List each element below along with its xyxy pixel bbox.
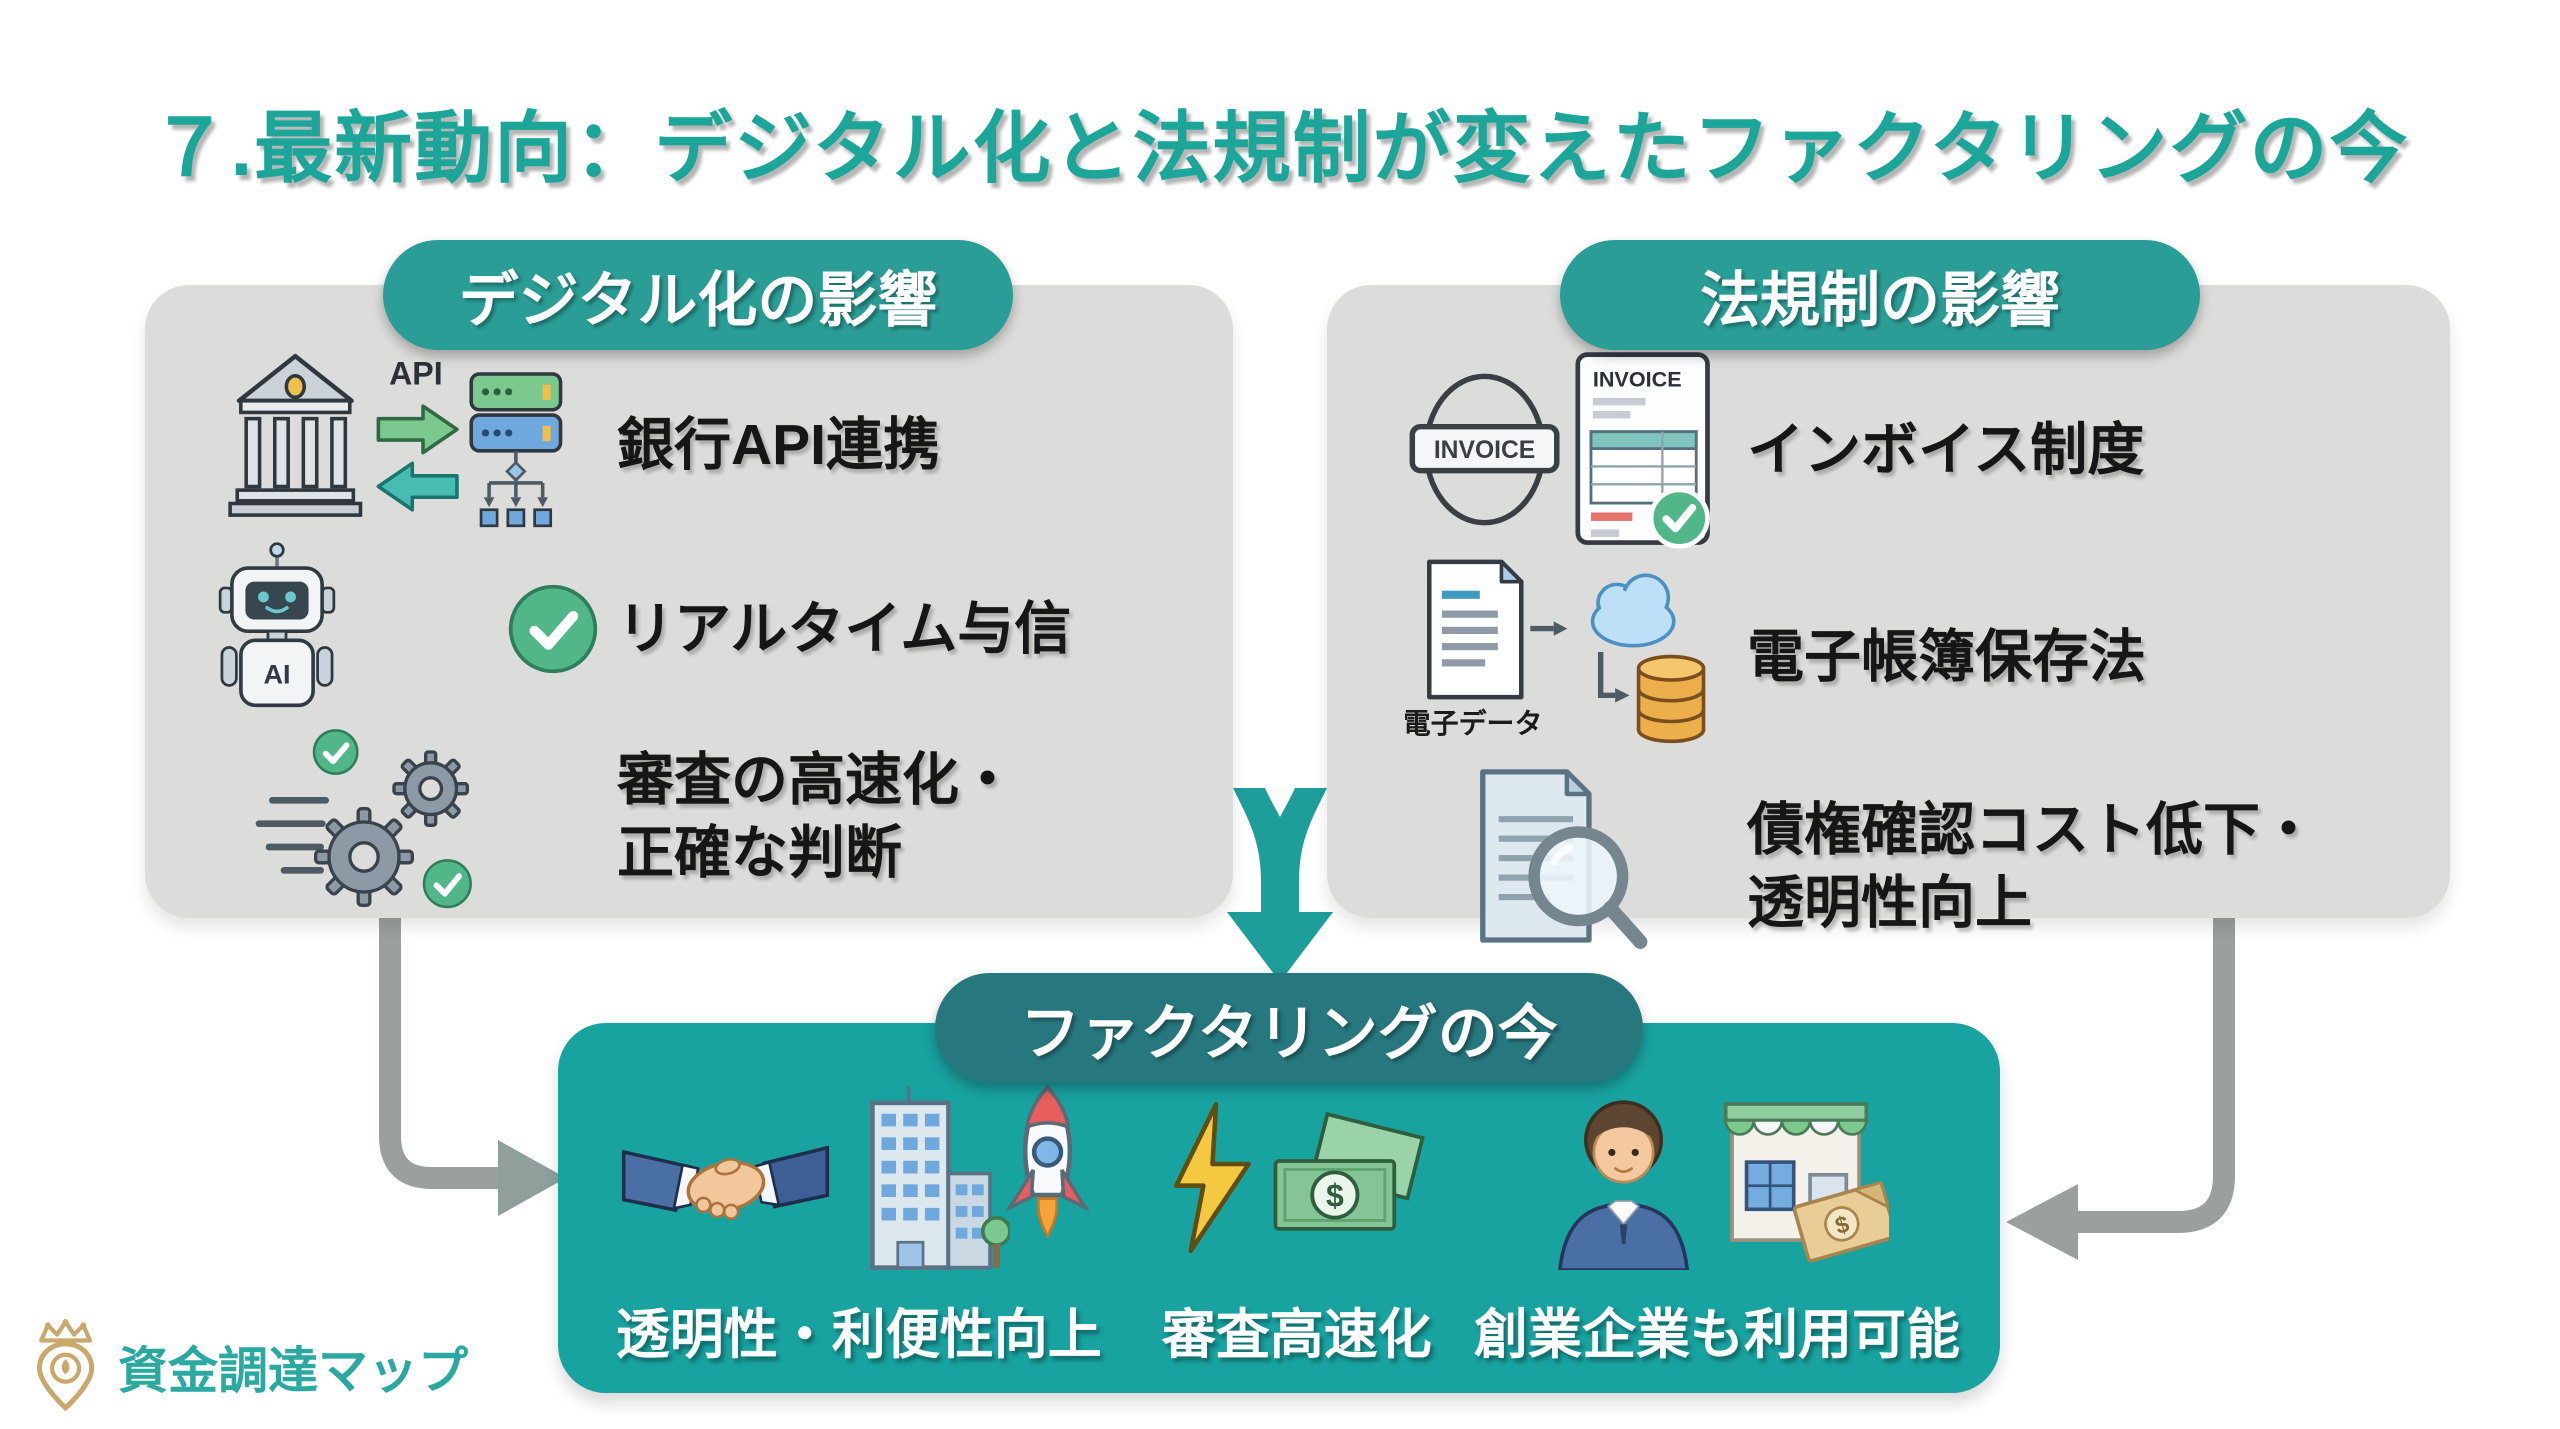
feature-label: 債権確認コスト低下・ 透明性向上 <box>1747 798 2317 935</box>
edata-label: 電子データ <box>1405 707 1542 739</box>
right-arrowhead-icon <box>2006 1184 2078 1260</box>
bank-api-servers-icon: API <box>228 353 563 528</box>
rocket-icon <box>1005 1084 1091 1240</box>
bank-icon <box>228 353 363 517</box>
arrow-right-icon <box>376 404 459 455</box>
edata-cloud-icon-cluster: 電子データ <box>1405 551 1747 763</box>
feature-label: 電子帳簿保存法 <box>1747 624 2146 689</box>
invoice-stamp-label: INVOICE <box>1434 437 1535 464</box>
businessman-icon <box>1558 1100 1690 1270</box>
store-icon <box>1723 1102 1869 1242</box>
bottom-col-startups: $ 創業企業も利用可能 <box>1474 1078 1960 1369</box>
row-fast-screening: 審査の高速化・ 正確な判断 <box>209 717 1209 917</box>
doc-magnifier-icon-cluster <box>1405 763 1747 971</box>
bottom-label: 透明性・利便性向上 <box>615 1305 1102 1365</box>
left-down-arrow <box>379 914 502 1189</box>
lightning-icon <box>1173 1102 1251 1254</box>
magnifier-icon <box>1528 826 1648 949</box>
cloud-icon <box>1590 573 1676 648</box>
electronic-data-cloud-db-icon: 電子データ <box>1405 559 1706 744</box>
money-icon: $ <box>1273 1112 1425 1231</box>
logo-text: 資金調達マップ <box>118 1343 468 1399</box>
gear-big-icon <box>314 807 414 907</box>
check-circle-icon <box>312 729 359 775</box>
speed-gears-icon <box>255 729 472 909</box>
gear-small-icon <box>392 750 469 827</box>
bottom-panel-header: ファクタリングの今 <box>935 973 1643 1083</box>
bottom-col-transparency: 透明性・利便性向上 <box>598 1078 1119 1369</box>
invoice-document-icon: INVOICE <box>1575 352 1710 549</box>
row-electronic-books: 電子データ <box>1405 551 2426 763</box>
feature-label: 銀行API連携 <box>617 412 941 477</box>
speed-gears-icon-cluster <box>209 717 617 917</box>
arrow-left-icon <box>376 461 459 512</box>
arrow-elbow-icon <box>1597 652 1616 699</box>
right-down-arrow <box>2076 914 2235 1233</box>
digital-impact-panel: API <box>145 285 1233 918</box>
bottom-label: 創業企業も利用可能 <box>1474 1305 1960 1365</box>
store-money-icon: $ <box>1723 1102 1889 1263</box>
bottom-col-speed: $ 審査高速化 <box>1119 1078 1474 1369</box>
building-icon <box>870 1086 1011 1270</box>
feature-label: 審査の高速化・ 正確な判断 <box>617 748 1016 885</box>
ai-label: AI <box>263 659 290 690</box>
check-circle-icon <box>422 859 472 909</box>
dollar-label: $ <box>1326 1177 1344 1213</box>
bank-api-icon-cluster: API <box>209 349 617 541</box>
row-invoice-system: INVOICE INVOICE <box>1405 349 2426 551</box>
row-realtime-credit: AI リアルタイム与信 <box>209 541 1209 717</box>
check-circle-icon <box>508 584 598 674</box>
money-icon: $ <box>1792 1180 1889 1263</box>
database-icon <box>1636 654 1706 744</box>
row-bank-api: API <box>209 349 1209 541</box>
api-label: API <box>389 356 443 392</box>
invoice-stamp-icon: INVOICE <box>1409 373 1560 526</box>
map-pin-crown-icon <box>36 1319 95 1412</box>
server-icon <box>469 372 563 453</box>
feature-label: インボイス制度 <box>1747 417 2145 482</box>
page-title: ７.最新動向：デジタル化と法規制が変えたファクタリングの今 <box>150 104 2410 192</box>
invoice-icon-cluster: INVOICE INVOICE <box>1405 349 1747 551</box>
bottom-label: 審査高速化 <box>1161 1305 1432 1365</box>
document-magnifier-icon <box>1480 769 1648 949</box>
left-panel-header: デジタル化の影響 <box>383 240 1013 350</box>
row-receivable-check: 債権確認コスト低下・ 透明性向上 <box>1405 763 2426 971</box>
document-icon <box>1427 559 1524 700</box>
feature-label: リアルタイム与信 <box>617 596 1072 661</box>
right-panel-header: 法規制の影響 <box>1560 240 2200 350</box>
regulation-impact-panel: INVOICE INVOICE <box>1327 285 2450 949</box>
invoice-doc-label: INVOICE <box>1593 367 1682 392</box>
flowchart-icon <box>487 450 545 498</box>
handshake-icon <box>622 1145 830 1221</box>
merge-down-arrow-icon <box>1227 788 1333 982</box>
left-arrowhead-icon <box>498 1140 566 1216</box>
site-logo: 資金調達マップ <box>26 1318 468 1416</box>
speed-lines-icon <box>255 797 329 874</box>
factoring-now-panel: 透明性・利便性向上 $ 審査高速化 <box>558 1023 2000 1393</box>
robot-check-icon-cluster: AI <box>209 541 617 717</box>
ai-robot-icon: AI <box>218 542 336 708</box>
